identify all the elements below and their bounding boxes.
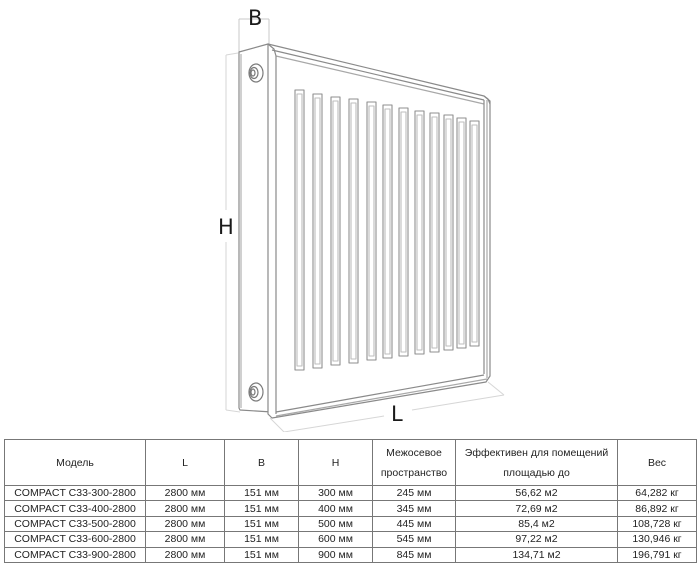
- cell-weight: 108,728 кг: [617, 515, 697, 533]
- cell-depth: 151 мм: [224, 515, 299, 533]
- cell-axis: 845 мм: [372, 546, 456, 563]
- cell-length: 2800 мм: [145, 531, 225, 548]
- radiator-illustration: [225, 18, 505, 433]
- header-height: H: [298, 439, 373, 486]
- radiator-side-panel: [238, 43, 273, 413]
- cell-height: 500 мм: [298, 515, 373, 533]
- radiator-diagram: B H L: [218, 6, 505, 433]
- header-weight: Вес: [617, 439, 697, 486]
- cell-axis: 245 мм: [372, 484, 456, 502]
- header-length: L: [145, 439, 225, 486]
- cell-length: 2800 мм: [145, 515, 225, 533]
- cell-model: COMPACT C33-900-2800: [4, 546, 146, 563]
- cell-area: 56,62 м2: [455, 484, 618, 502]
- cell-axis: 345 мм: [372, 500, 456, 517]
- cell-area: 72,69 м2: [455, 500, 618, 517]
- header-area-line2: площадью до: [503, 466, 570, 479]
- header-axis-line1: Межосевое: [386, 446, 442, 459]
- cell-depth: 151 мм: [224, 531, 299, 548]
- table-row: COMPACT C33-400-2800 2800 мм 151 мм 400 …: [4, 500, 697, 517]
- cell-height: 400 мм: [298, 500, 373, 517]
- dimension-label-b: B: [248, 6, 263, 30]
- cell-model: COMPACT C33-500-2800: [4, 515, 146, 533]
- cell-axis: 545 мм: [372, 531, 456, 548]
- dimension-label-l: L: [391, 402, 403, 426]
- dimension-l-line: [269, 381, 505, 433]
- specifications-table: Модель L B H Межосевое пространство Эффе…: [4, 439, 697, 563]
- dimension-h-line: [225, 52, 241, 413]
- cell-length: 2800 мм: [145, 500, 225, 517]
- cell-depth: 151 мм: [224, 484, 299, 502]
- cell-weight: 196,791 кг: [617, 546, 697, 563]
- cell-height: 600 мм: [298, 531, 373, 548]
- cell-weight: 64,282 кг: [617, 484, 697, 502]
- cell-weight: 130,946 кг: [617, 531, 697, 548]
- dimension-label-h: H: [218, 215, 234, 239]
- cell-length: 2800 мм: [145, 484, 225, 502]
- table-row: COMPACT C33-900-2800 2800 мм 151 мм 900 …: [4, 546, 697, 563]
- cell-area: 97,22 м2: [455, 531, 618, 548]
- cell-height: 900 мм: [298, 546, 373, 563]
- header-axis-line2: пространство: [380, 466, 448, 479]
- dimension-b-line: [238, 18, 270, 52]
- header-model: Модель: [4, 439, 146, 486]
- table-row: COMPACT C33-500-2800 2800 мм 151 мм 500 …: [4, 515, 697, 533]
- cell-model: COMPACT C33-600-2800: [4, 531, 146, 548]
- cell-model: COMPACT C33-300-2800: [4, 484, 146, 502]
- table-row: COMPACT C33-600-2800 2800 мм 151 мм 600 …: [4, 531, 697, 548]
- top-valve-icon: [248, 63, 264, 83]
- cell-depth: 151 мм: [224, 546, 299, 563]
- radiator-convection-slats: [294, 89, 480, 371]
- cell-model: COMPACT C33-400-2800: [4, 500, 146, 517]
- cell-length: 2800 мм: [145, 546, 225, 563]
- cell-area: 85,4 м2: [455, 515, 618, 533]
- cell-depth: 151 мм: [224, 500, 299, 517]
- bottom-valve-icon: [248, 382, 264, 402]
- header-axis-distance: Межосевое пространство: [372, 439, 456, 486]
- header-effective-area: Эффективен для помещений площадью до: [455, 439, 618, 486]
- cell-weight: 86,892 кг: [617, 500, 697, 517]
- cell-area: 134,71 м2: [455, 546, 618, 563]
- table-row: COMPACT C33-300-2800 2800 мм 151 мм 300 …: [4, 484, 697, 502]
- header-area-line1: Эффективен для помещений: [464, 446, 609, 459]
- table-header-row: Модель L B H Межосевое пространство Эффе…: [4, 439, 697, 486]
- cell-axis: 445 мм: [372, 515, 456, 533]
- header-depth: B: [224, 439, 299, 486]
- cell-height: 300 мм: [298, 484, 373, 502]
